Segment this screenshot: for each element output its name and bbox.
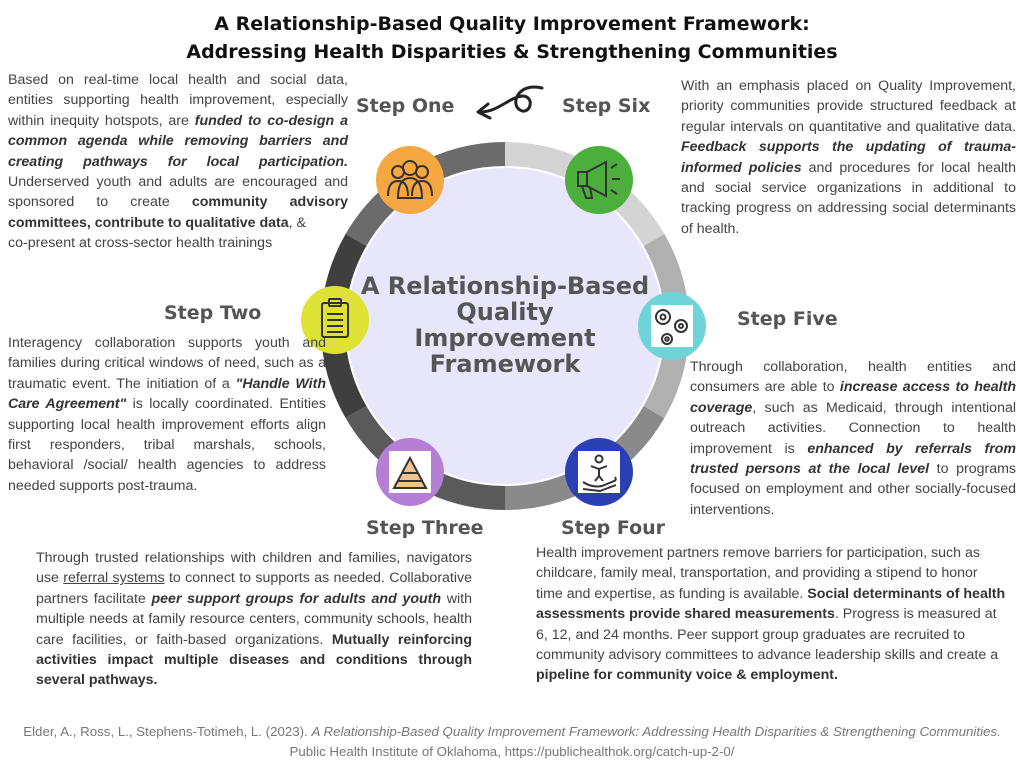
- step-five-node: [638, 292, 706, 360]
- curl-arrow-icon: [478, 85, 544, 114]
- step-five-label: Step Five: [737, 308, 838, 330]
- step-three-label: Step Three: [366, 517, 484, 539]
- title: A Relationship-Based Quality Improvement…: [0, 10, 1024, 66]
- step-four-label: Step Four: [561, 517, 666, 539]
- step-three-text: Through trusted relationships with child…: [36, 550, 473, 689]
- arrowhead-icon: [476, 102, 492, 120]
- step-two-text: Interagency collaboration supports youth…: [8, 335, 326, 494]
- step-four-text: Health improvement partners remove barri…: [536, 545, 1006, 684]
- step-six-node: [565, 146, 633, 214]
- clipboard-checklist-icon: [321, 298, 349, 338]
- step-one-node: [376, 146, 444, 214]
- center-line-4: Framework: [430, 350, 582, 378]
- step-five-text: Through collaboration, health entities a…: [690, 359, 1016, 518]
- center-line-3: Improvement: [414, 324, 595, 352]
- title-line-1: A Relationship-Based Quality Improvement…: [214, 13, 810, 35]
- step-two-node: [301, 286, 369, 354]
- step-one-label: Step One: [356, 95, 455, 117]
- megaphone-icon: [577, 160, 620, 199]
- step-six-text: With an emphasis placed on Quality Impro…: [681, 78, 1016, 237]
- center-line-2: Quality: [456, 298, 554, 326]
- center-line-1: A Relationship-Based: [361, 272, 649, 300]
- title-line-2: Addressing Health Disparities & Strength…: [186, 41, 838, 63]
- gears-icon: [655, 309, 688, 345]
- step-three-node: [376, 438, 444, 506]
- step-six-label: Step Six: [562, 95, 651, 117]
- people-group-icon: [387, 160, 433, 199]
- pyramid-icon: [392, 455, 428, 489]
- step-four-node: [565, 438, 633, 506]
- hand-person-icon: [582, 454, 617, 493]
- citation-line-1: Elder, A., Ross, L., Stephens-Totimeh, L…: [23, 724, 1001, 739]
- center-text: A Relationship-Based Quality Improvement…: [361, 272, 649, 378]
- center-circle: [347, 168, 663, 484]
- citation-line-2: Public Health Institute of Oklahoma, htt…: [289, 744, 735, 759]
- step-one-text: Based on real-time local health and soci…: [8, 72, 349, 252]
- step-two-label: Step Two: [164, 302, 262, 324]
